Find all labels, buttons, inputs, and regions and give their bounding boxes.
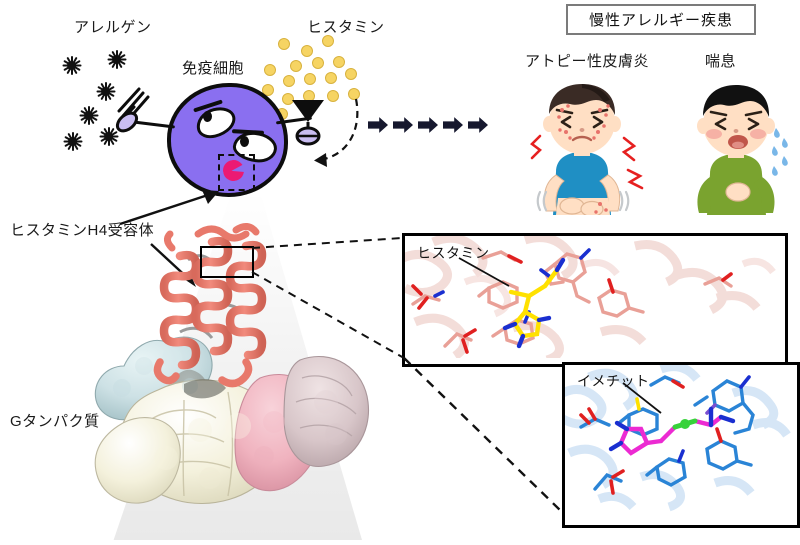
histamine-dot xyxy=(278,38,290,50)
allergen-particle-icon xyxy=(62,56,81,75)
flow-arrow-icon xyxy=(368,117,388,133)
histamine-dot xyxy=(345,68,357,80)
binding-site-highlight-box xyxy=(200,246,254,278)
histamine-dot xyxy=(262,84,274,96)
histamine-dot xyxy=(283,75,295,87)
histamine-dot xyxy=(327,90,339,102)
nanobody-subunit xyxy=(283,355,370,467)
immune-cell-pupil xyxy=(203,111,212,122)
histamine-dot xyxy=(333,56,345,68)
histamine-dot xyxy=(264,64,276,76)
histamine-label: ヒスタミン xyxy=(307,19,385,36)
allergen-particle-icon xyxy=(107,50,126,69)
histamine-dot xyxy=(348,88,360,100)
funnel-glass-icon xyxy=(292,100,324,146)
h4-receptor-structure xyxy=(153,223,267,388)
flow-arrow-icon xyxy=(418,117,438,133)
fork-icon xyxy=(115,87,150,133)
allergen-particle-icon xyxy=(79,106,98,125)
allergen-particle-icon xyxy=(99,127,118,146)
histamine-dot xyxy=(304,73,316,85)
histamine-binding-arrow xyxy=(314,98,359,167)
allergen-label: アレルゲン xyxy=(74,19,152,36)
atopic-dermatitis-figure xyxy=(530,84,644,215)
disease-label-atopic-dermatitis: アトピー性皮膚炎 xyxy=(525,53,650,70)
histamine-dot xyxy=(325,72,337,84)
histamine-dot xyxy=(290,60,302,72)
g-alpha-lobe xyxy=(94,417,181,504)
g-protein-label: Gタンパク質 xyxy=(10,413,100,430)
histamine-dot xyxy=(312,57,324,69)
histamine-dot xyxy=(301,45,313,57)
immune-cell-pupil xyxy=(240,136,249,147)
imetit-pocket-render xyxy=(565,365,791,512)
disease-label-asthma: 喘息 xyxy=(705,53,737,70)
histamine-pocket-render xyxy=(405,236,776,358)
flow-arrow-icon xyxy=(393,117,413,133)
immune-cell-label: 免疫細胞 xyxy=(182,60,245,77)
imetit-inset-label: イメチット xyxy=(577,373,650,389)
histamine-binding-site-panel: ヒスタミン xyxy=(402,233,788,367)
histamine-inset-label: ヒスタミン xyxy=(417,245,490,261)
imetit-binding-site-panel: イメチット xyxy=(562,362,800,528)
asthma-figure xyxy=(697,85,788,215)
g-protein-structure xyxy=(94,336,370,504)
chronic-allergic-disease-title-text: 慢性アレルギー疾患 xyxy=(588,12,733,29)
histamine-dot xyxy=(282,93,294,105)
receptor-pointer-arrow xyxy=(119,190,219,226)
flow-arrow-icon xyxy=(468,117,488,133)
process-arrow-row xyxy=(368,116,488,134)
chronic-allergic-disease-title: 慢性アレルギー疾患 xyxy=(566,4,756,35)
receptor-highlight-box xyxy=(218,154,255,191)
allergen-particle-icon xyxy=(96,82,115,101)
flow-arrow-icon xyxy=(443,117,463,133)
allergen-particle-icon xyxy=(63,132,82,151)
histamine-dot xyxy=(322,35,334,47)
h4-receptor-label: ヒスタミンH4受容体 xyxy=(10,222,155,239)
